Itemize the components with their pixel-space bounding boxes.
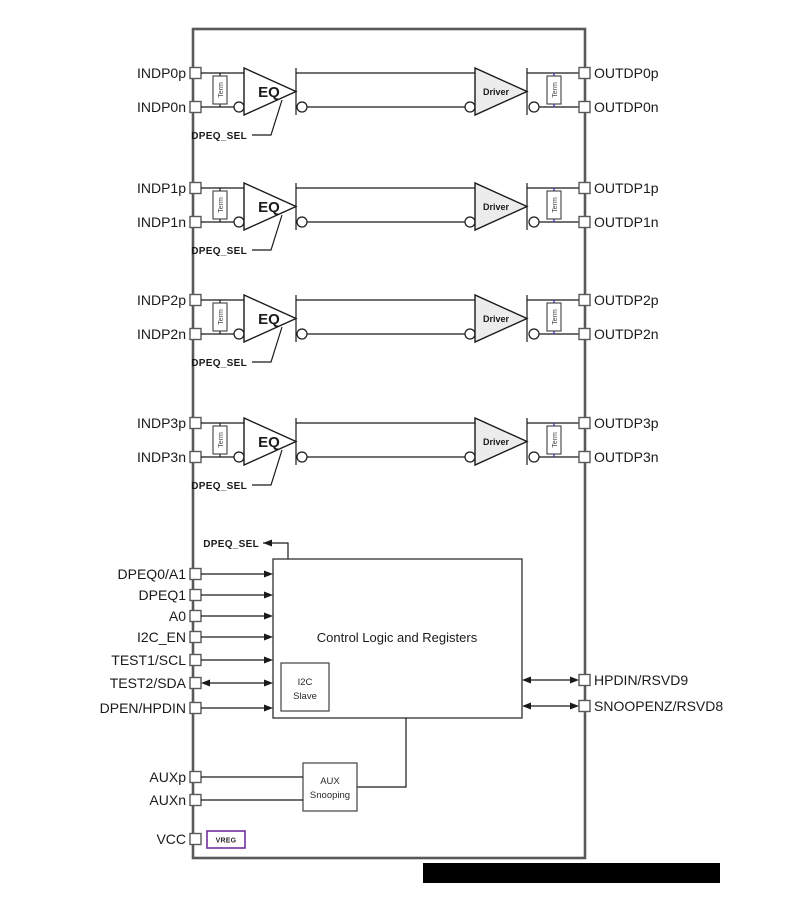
pin-label-auxp: AUXp [149,769,186,785]
channel-0 [189,66,591,136]
pin-label-outdp2p: OUTDP2p [594,292,659,308]
aux-to-control-wire [357,718,407,788]
control-dpeq-sel-label: DPEQ_SEL [203,539,259,550]
aux-box-label-line1: AUX [320,776,340,787]
term-label: Term [218,197,225,213]
dpeq-sel-label: DPEQ_SEL [191,246,247,257]
term-label: Term [552,309,559,325]
pin-label-dpeq0-a1: DPEQ0/A1 [118,566,187,582]
channel-1 [189,181,591,251]
control-section: DPEQ_SEL Control Logic and Registers I2C… [100,539,723,719]
driver-label: Driver [483,202,510,212]
pin-label-outdp2n: OUTDP2n [594,326,659,342]
aux-snooping-box [302,762,358,812]
pin-label-outdp0p: OUTDP0p [594,65,659,81]
chip-boundary [191,27,587,860]
pin-i2c-en [189,630,202,644]
arrowhead-left [522,702,531,710]
term-label: Term [552,432,559,448]
term-label: Term [218,309,225,325]
channel-3 [189,416,591,486]
arrowhead-right [570,702,579,710]
arrowhead-left [201,679,210,687]
pin-label-a0: A0 [169,608,186,624]
pin-label-auxn: AUXn [149,792,186,808]
arrowhead-right [264,591,273,599]
arrowhead-right [264,679,273,687]
pin-label-outdp1n: OUTDP1n [594,214,659,230]
arrowhead-right [570,676,579,684]
pin-label-outdp0n: OUTDP0n [594,99,659,115]
pin-label-indp1p: INDP1p [137,180,186,196]
pin-dpeq0-a1 [189,567,202,581]
pin-test1-scl [189,653,202,667]
pin-test2-sda [189,676,202,690]
arrowhead-left [522,676,531,684]
control-logic-title: Control Logic and Registers [317,630,478,645]
i2c-slave-label-line2: Slave [293,691,317,702]
term-label: Term [552,82,559,98]
pin-label-snoopenz-rsvd8: SNOOPENZ/RSVD8 [594,698,723,714]
pin-hpdin-rsvd9 [578,673,591,687]
pin-dpeq1 [189,588,202,602]
pin-a0 [189,609,202,623]
dpeq-sel-feedback-wire [263,542,289,559]
eq-label: EQ [258,199,280,216]
pin-auxp [189,770,202,784]
pin-label-indp0n: INDP0n [137,99,186,115]
pin-label-outdp3p: OUTDP3p [594,415,659,431]
aux-section: AUX Snooping AUXp AUXn [149,718,407,812]
arrowhead-right [264,704,273,712]
dpeq-sel-label: DPEQ_SEL [191,131,247,142]
pin-auxn [189,793,202,807]
channel-2 [189,293,591,363]
term-label: Term [552,197,559,213]
eq-label: EQ [258,434,280,451]
vreg-box [206,830,246,849]
arrowhead-left [263,539,272,547]
power-section: VCC VREG [156,830,246,849]
driver-label: Driver [483,87,510,97]
i2c-slave-box [280,662,330,712]
driver-label: Driver [483,314,510,324]
pin-label-indp2p: INDP2p [137,292,186,308]
pin-label-dpen-hpdin: DPEN/HPDIN [100,700,186,716]
redaction-bar [423,863,720,883]
eq-label: EQ [258,311,280,328]
pin-label-i2c-en: I2C_EN [137,629,186,645]
pin-label-hpdin-rsvd9: HPDIN/RSVD9 [594,672,688,688]
pin-label-test2-sda: TEST2/SDA [110,675,187,691]
arrowhead-right [264,570,273,578]
arrowhead-right [264,656,273,664]
pin-label-indp2n: INDP2n [137,326,186,342]
pin-label-indp3p: INDP3p [137,415,186,431]
pin-label-indp1n: INDP1n [137,214,186,230]
driver-label: Driver [483,437,510,447]
aux-box-label-line2: Snooping [310,790,350,801]
control-right-pins: HPDIN/RSVD9 SNOOPENZ/RSVD8 [522,672,723,714]
pin-label-indp3n: INDP3n [137,449,186,465]
term-label: Term [218,432,225,448]
arrowhead-right [264,633,273,641]
vreg-label: VREG [216,838,237,845]
pin-label-test1-scl: TEST1/SCL [111,652,186,668]
control-left-pins: DPEQ0/A1 DPEQ1 A0 I2C_EN TEST1/SCL TEST2… [100,566,273,716]
arrowhead-right [264,612,273,620]
pin-snoopenz-rsvd8 [578,699,591,713]
pin-label-vcc: VCC [156,831,186,847]
pin-label-indp0p: INDP0p [137,65,186,81]
pin-vcc [189,832,202,846]
dpeq-sel-label: DPEQ_SEL [191,358,247,369]
i2c-slave-label-line1: I2C [298,677,313,688]
term-label: Term [218,82,225,98]
pin-label-dpeq1: DPEQ1 [139,587,187,603]
pin-label-outdp3n: OUTDP3n [594,449,659,465]
pin-label-outdp1p: OUTDP1p [594,180,659,196]
eq-label: EQ [258,84,280,101]
dpeq-sel-label: DPEQ_SEL [191,481,247,492]
pin-dpen-hpdin [189,701,202,715]
